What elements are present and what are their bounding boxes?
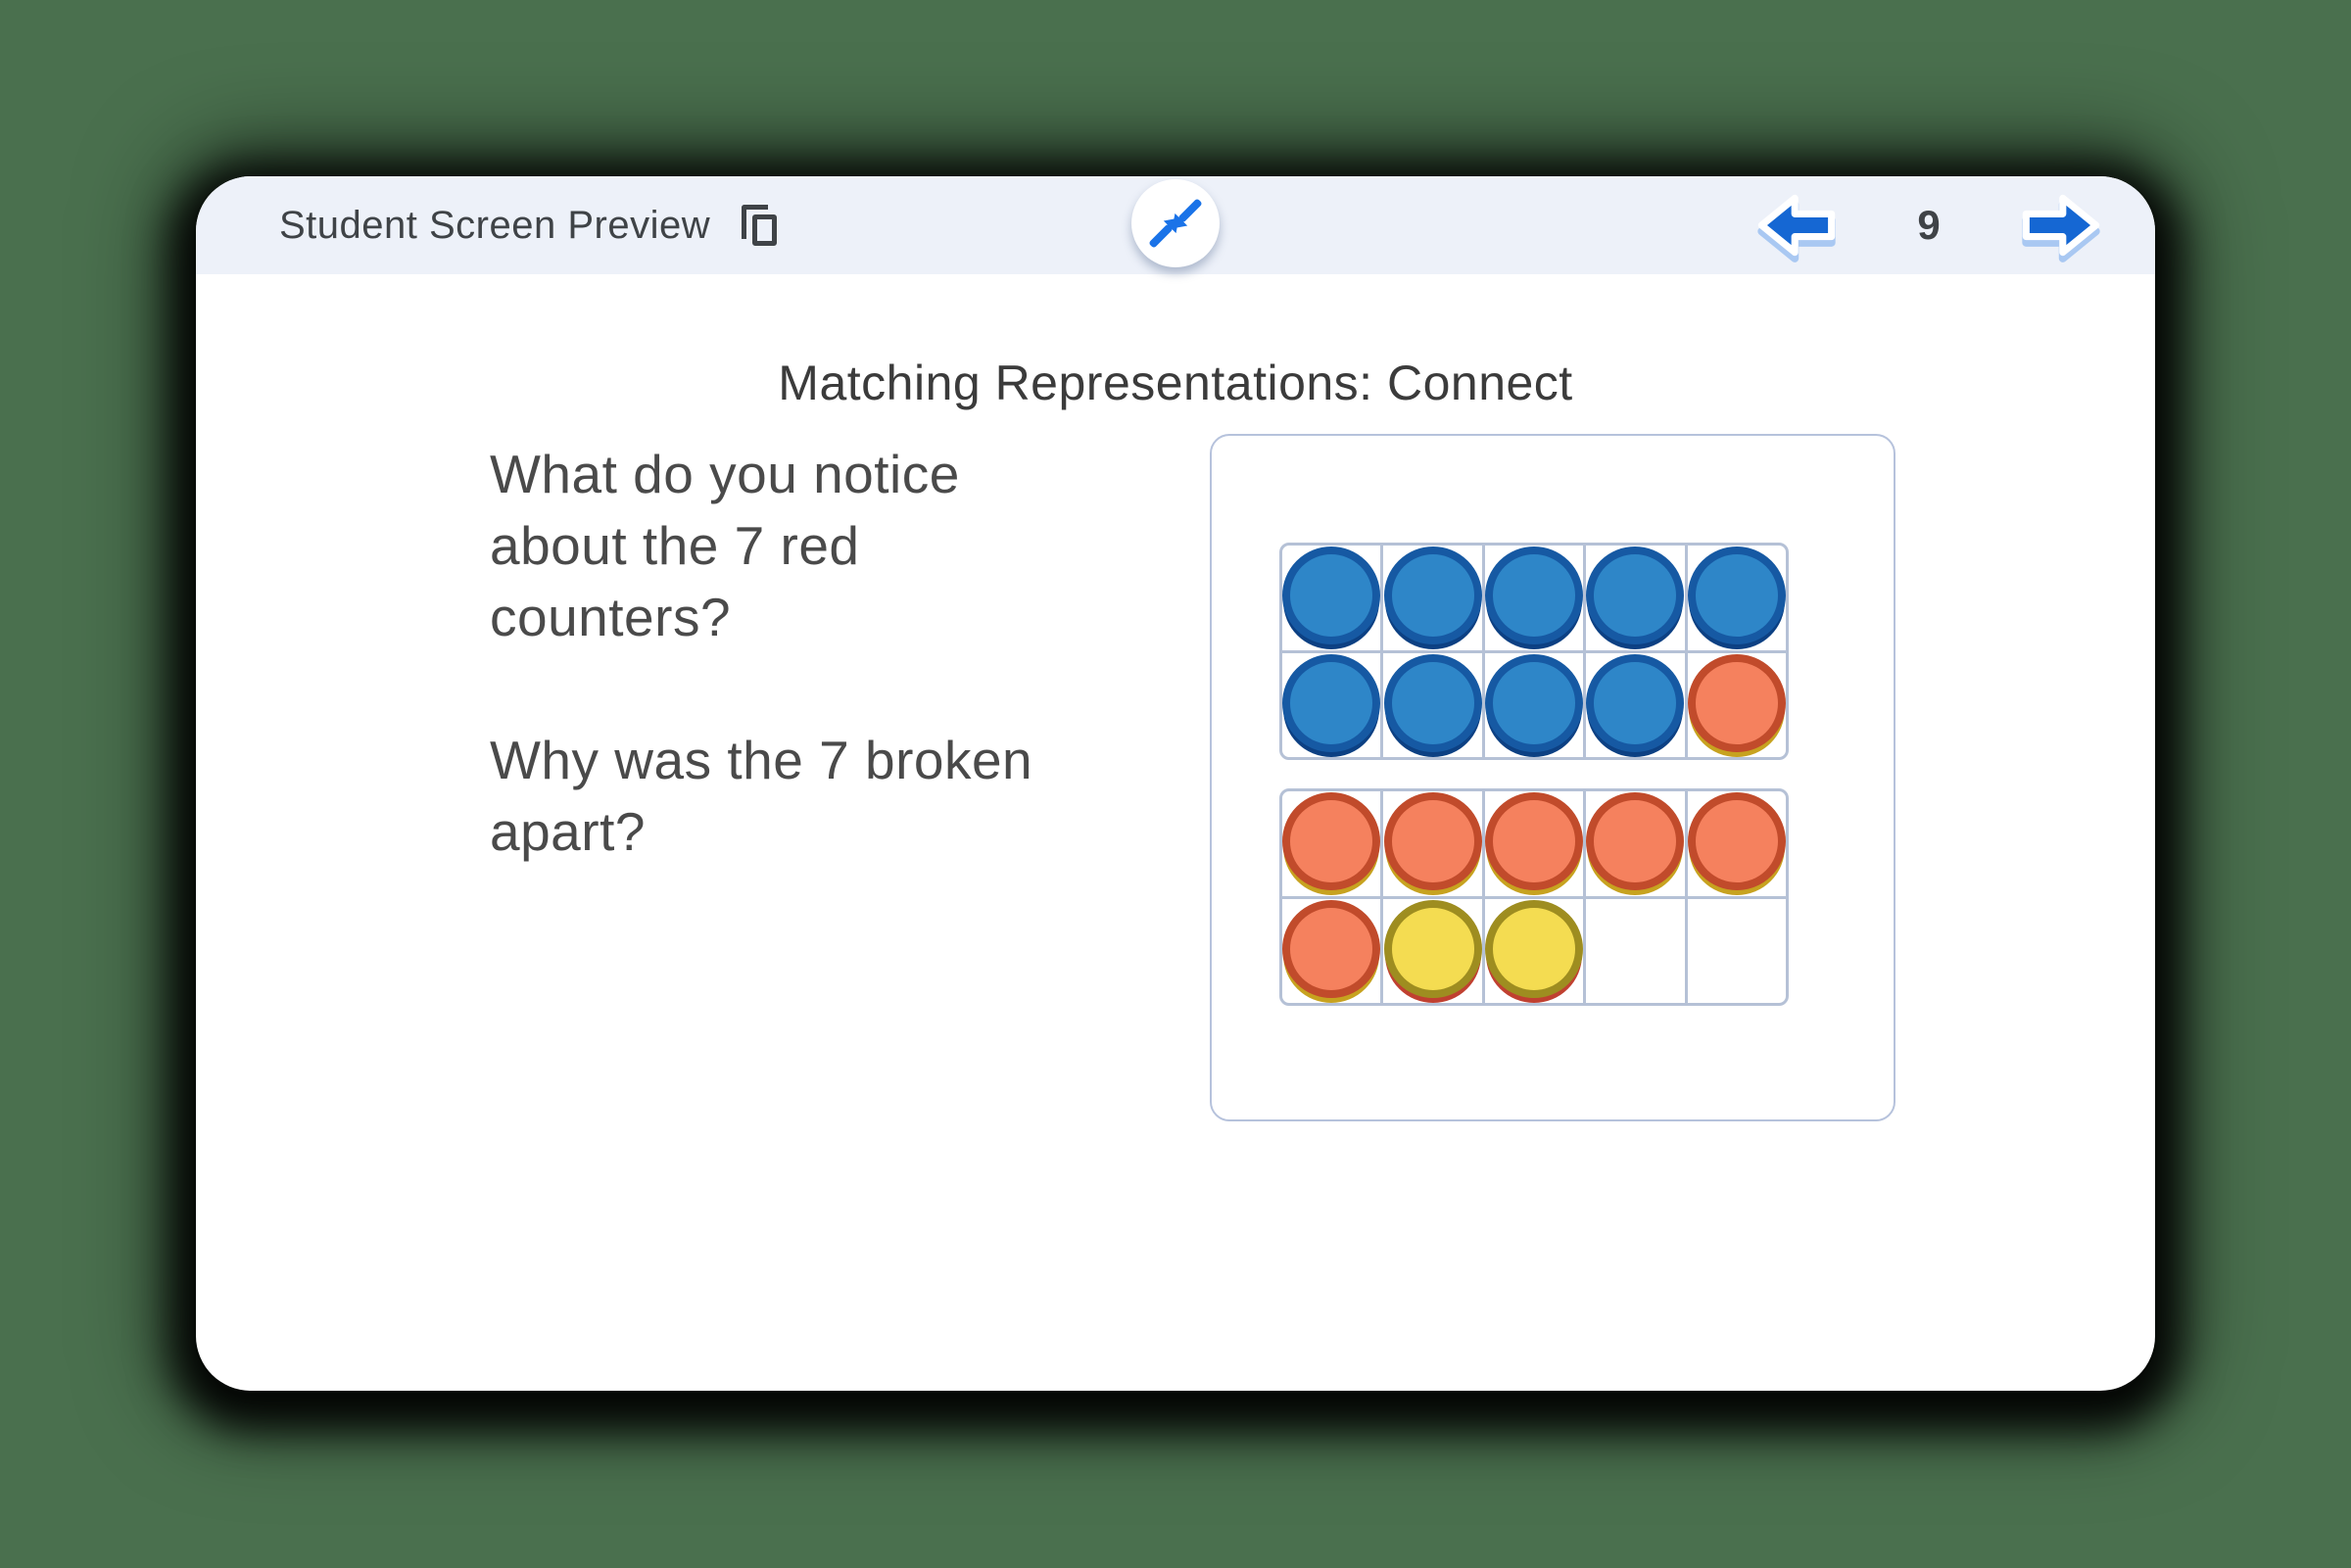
ten-frame-top <box>1279 543 1789 760</box>
blue-counter <box>1586 653 1685 752</box>
copy-icon <box>742 205 778 246</box>
ten-frame-bottom <box>1279 788 1789 1006</box>
blue-counter <box>1383 546 1482 645</box>
red-counter <box>1586 792 1685 891</box>
ten-frame-panel <box>1210 434 1895 1121</box>
red-counter <box>1485 792 1583 891</box>
blue-counter <box>1282 653 1381 752</box>
blue-counter <box>1282 546 1381 645</box>
previous-slide-button[interactable] <box>1750 185 1844 265</box>
blue-counter <box>1586 546 1685 645</box>
red-counter <box>1687 792 1786 891</box>
next-slide-button[interactable] <box>2014 185 2108 265</box>
collapse-icon <box>1177 198 1203 223</box>
preview-header: Student Screen Preview 9 <box>196 176 2155 274</box>
question-text: What do you notice about the 7 red count… <box>490 444 1033 862</box>
student-screen-preview-window: Student Screen Preview 9 <box>196 176 2155 1391</box>
red-counter <box>1383 792 1482 891</box>
slide-title: Matching Representations: Connect <box>778 356 1573 410</box>
copy-button[interactable] <box>740 202 779 249</box>
blue-counter <box>1485 653 1583 752</box>
blue-counter <box>1687 546 1786 645</box>
yellow-counter <box>1383 899 1482 998</box>
red-counter <box>1687 653 1786 752</box>
header-left-group: Student Screen Preview <box>279 176 779 274</box>
header-title: Student Screen Preview <box>279 203 711 247</box>
blue-counter <box>1383 653 1482 752</box>
slide-navigation: 9 <box>1750 176 2108 274</box>
arrow-right-icon <box>2022 194 2100 262</box>
collapse-button[interactable] <box>1131 179 1220 267</box>
arrow-left-icon <box>1757 194 1836 262</box>
ten-frame-gridline <box>1282 895 1786 899</box>
red-counter <box>1282 792 1381 891</box>
ten-frame-gridline <box>1282 649 1786 653</box>
red-counter <box>1282 899 1381 998</box>
blue-counter <box>1485 546 1583 645</box>
collapse-icon <box>1148 223 1174 249</box>
slide-number: 9 <box>1917 202 1941 248</box>
yellow-counter <box>1485 899 1583 998</box>
